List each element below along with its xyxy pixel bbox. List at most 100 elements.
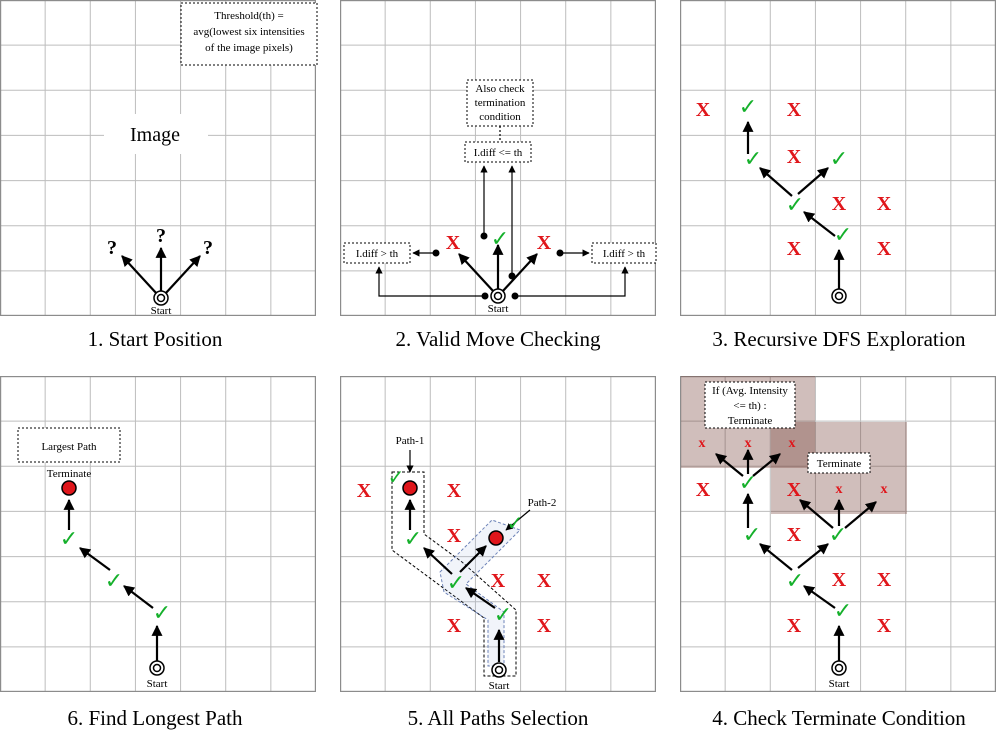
path-1-label: Path-1 — [396, 435, 425, 447]
start-node-inner — [494, 665, 504, 675]
gt-threshold-text-right: I.diff > th — [603, 248, 646, 260]
dfs-arrow — [759, 167, 793, 197]
cross: X — [877, 193, 892, 215]
gt-threshold-text-left: I.diff > th — [356, 248, 399, 260]
path-arrow — [423, 547, 453, 575]
check: ✓ — [494, 603, 512, 628]
dfs-arrow — [799, 499, 834, 529]
terminate-label: Terminate — [47, 468, 92, 480]
cross: X — [447, 615, 462, 637]
termination-line-2: termination — [475, 97, 526, 109]
terminal-node — [61, 480, 77, 496]
start-label: Start — [829, 678, 850, 690]
grid-valid-move — [340, 0, 656, 316]
unknown-mark-left: ? — [107, 237, 117, 259]
threshold-line-3: of the image pixels) — [205, 42, 293, 54]
grid-border — [340, 376, 656, 692]
check: ✓ — [834, 223, 852, 248]
path-2-label: Path-2 — [528, 497, 557, 509]
unknown-mark-right: ? — [203, 237, 213, 259]
panel-check-terminate-condition: If (Avg. Intensity <= th) : Terminate Te… — [681, 376, 966, 730]
check: ✓ — [507, 511, 524, 535]
gt-threshold-box-right — [591, 242, 657, 264]
dfs-arrow — [715, 453, 744, 477]
grid-longest-path — [0, 376, 316, 692]
small-cross: x — [836, 482, 843, 497]
start-label: Start — [147, 678, 168, 690]
caption-start-position: 1. Start Position — [88, 327, 223, 351]
largest-path-text: Largest Path — [41, 441, 97, 453]
threshold-box — [180, 2, 318, 66]
threshold-line-2: avg(lowest six intensities — [193, 26, 304, 38]
largest-path-box — [17, 427, 121, 463]
dfs-arrow — [752, 453, 781, 477]
grid-border — [0, 0, 316, 316]
terminate-box — [807, 452, 871, 474]
cross: X — [877, 615, 892, 637]
check: ✓ — [786, 569, 804, 594]
probe-line-bottom-right — [515, 266, 629, 297]
check: ✓ — [404, 527, 422, 552]
termination-check-box — [466, 79, 534, 127]
grid-border — [340, 0, 656, 316]
start-label: Start — [489, 680, 510, 692]
le-threshold-box — [464, 141, 532, 163]
path-arrow — [459, 545, 487, 573]
panel-recursive-dfs: ✓ ✓ ✓ ✓ ✓ X X X X X X X 3. Recursive DFS… — [696, 95, 966, 351]
cross: X — [787, 524, 802, 546]
cross: X — [832, 193, 847, 215]
dfs-arrow — [797, 167, 829, 195]
cross: X — [877, 238, 892, 260]
move-up-right — [501, 253, 538, 293]
cross: X — [447, 480, 462, 502]
dfs-arrow — [797, 543, 829, 569]
grid-border — [679, 0, 996, 316]
grid-border — [0, 376, 316, 692]
check-up: ✓ — [491, 227, 509, 252]
cross: X — [787, 146, 802, 168]
check: ✓ — [388, 465, 405, 489]
move-up-left — [458, 253, 495, 293]
threshold-line-1: Threshold(th) = — [214, 10, 283, 22]
cross: X — [832, 569, 847, 591]
condition-line-3: Terminate — [728, 415, 773, 427]
check: ✓ — [830, 147, 848, 172]
start-node-inner — [152, 663, 162, 673]
condition-box — [704, 381, 796, 429]
termination-line-1: Also check — [475, 83, 525, 95]
check: ✓ — [447, 571, 465, 596]
caption-check-terminate-condition: 4. Check Terminate Condition — [712, 706, 966, 730]
check: ✓ — [105, 569, 123, 594]
le-threshold-text: I.diff <= th — [474, 147, 523, 159]
small-cross: x — [699, 436, 706, 451]
panel-valid-move-checking: Also check termination condition I.diff … — [343, 79, 657, 351]
cross: X — [787, 99, 802, 121]
dfs-arrow — [803, 585, 836, 609]
caption-valid-move-checking: 2. Valid Move Checking — [396, 327, 601, 351]
cross: X — [357, 480, 372, 502]
small-cross: x — [745, 436, 752, 451]
image-label: Image — [130, 124, 180, 146]
start-node-inner — [493, 291, 503, 301]
check: ✓ — [60, 527, 78, 552]
cross: X — [447, 525, 462, 547]
start-label: Start — [488, 303, 509, 315]
small-cross: x — [789, 436, 796, 451]
check: ✓ — [829, 523, 847, 548]
unknown-mark-up: ? — [156, 225, 166, 247]
cross: X — [877, 569, 892, 591]
image-label-bg — [104, 114, 208, 154]
condition-line-1: If (Avg. Intensity — [712, 385, 788, 397]
caption-recursive-dfs: 3. Recursive DFS Exploration — [712, 327, 966, 351]
path-arrow — [123, 585, 154, 609]
check: ✓ — [739, 471, 757, 496]
panel-start-position: Threshold(th) = avg(lowest six intensiti… — [88, 2, 318, 351]
caption-all-paths-selection: 5. All Paths Selection — [408, 706, 589, 730]
cross: X — [537, 570, 552, 592]
start-label: Start — [151, 305, 172, 317]
path-arrow — [465, 587, 496, 609]
terminate-text: Terminate — [817, 458, 862, 470]
panel-all-paths-selection: Path-1 Path-2 ✓ ✓ ✓ ✓ ✓ X X X X X X X St… — [357, 435, 589, 730]
path-2-pointer — [505, 509, 531, 531]
